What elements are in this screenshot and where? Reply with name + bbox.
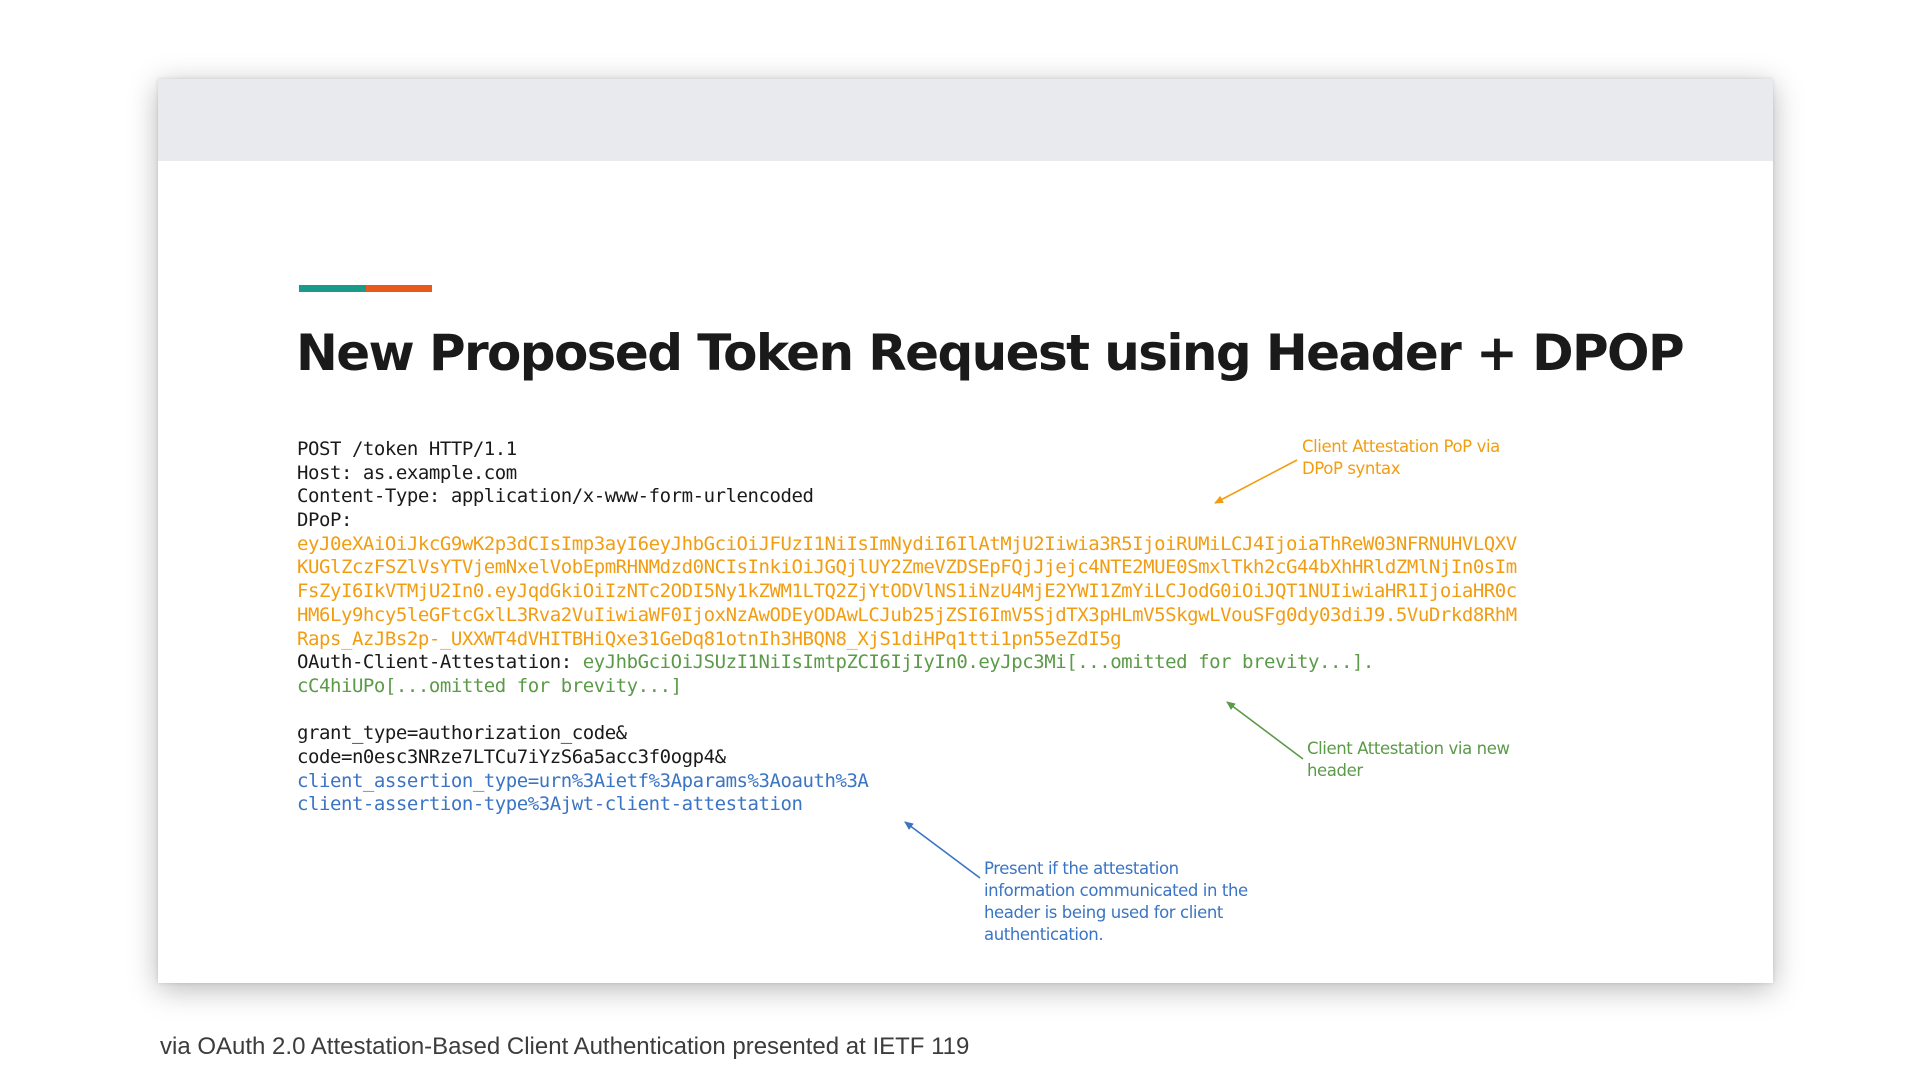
dpop-token-line: HM6Ly9hcy5leGFtcGxlL3Rva2VuIiwiaWF0IjoxN… xyxy=(297,603,1517,626)
annotation-dpop-pop: Client Attestation PoP via DPoP syntax xyxy=(1302,437,1500,478)
attestation-header-value-continued: cC4hiUPo[...omitted for brevity...] xyxy=(297,674,682,697)
code-param: code=n0esc3NRze7LTCu7iYzS6a5acc3f0ogp4& xyxy=(297,745,726,768)
dpop-token-line: FsZyI6IkVTMjU2In0.eyJqdGkiOiIzNTc2ODI5Ny… xyxy=(297,580,1517,603)
accent-teal-segment xyxy=(299,285,366,292)
dpop-token-line: Raps_AzJBs2p-_UXXWT4dVHITBHiQxe31GeDq81o… xyxy=(297,627,1122,650)
content-type-header-line: Content-Type: application/x-www-form-url… xyxy=(297,485,814,508)
client-assertion-type-param: client_assertion_type=urn%3Aietf%3Aparam… xyxy=(297,769,869,792)
arrow-client-auth xyxy=(904,821,981,879)
blank-line xyxy=(297,699,1517,723)
accent-orange-segment xyxy=(366,285,432,292)
dpop-token-line: KUGlZczFSZlVsYTVjemNxelVobEpmRHNMdzd0NCI… xyxy=(297,556,1517,579)
annotation-client-auth: Present if the attestation information c… xyxy=(984,859,1248,944)
attestation-header-line: OAuth-Client-Attestation: eyJhbGciOiJSUz… xyxy=(297,651,1517,675)
slide: New Proposed Token Request using Header … xyxy=(158,79,1773,983)
slide-title: New Proposed Token Request using Header … xyxy=(296,324,1685,382)
source-caption: via OAuth 2.0 Attestation-Based Client A… xyxy=(160,1033,970,1060)
grant-type-param: grant_type=authorization_code& xyxy=(297,722,627,745)
attestation-header-label: OAuth-Client-Attestation: xyxy=(297,651,583,674)
dpop-token-line: eyJ0eXAiOiJkcG9wK2p3dCIsImp3ayI6eyJhbGci… xyxy=(297,532,1517,555)
request-line: POST /token HTTP/1.1 xyxy=(297,438,517,460)
host-header-line: Host: as.example.com xyxy=(297,461,517,484)
annotation-new-header: Client Attestation via new header xyxy=(1307,739,1510,780)
slide-header-band xyxy=(158,79,1773,161)
client-assertion-type-param-continued: client-assertion-type%3Ajwt-client-attes… xyxy=(297,793,803,816)
attestation-header-value: eyJhbGciOiJSUzI1NiIsImtpZCI6IjIyIn0.eyJp… xyxy=(582,651,1375,674)
title-accent-bar xyxy=(299,285,432,292)
dpop-header-label: DPoP: xyxy=(297,509,352,532)
